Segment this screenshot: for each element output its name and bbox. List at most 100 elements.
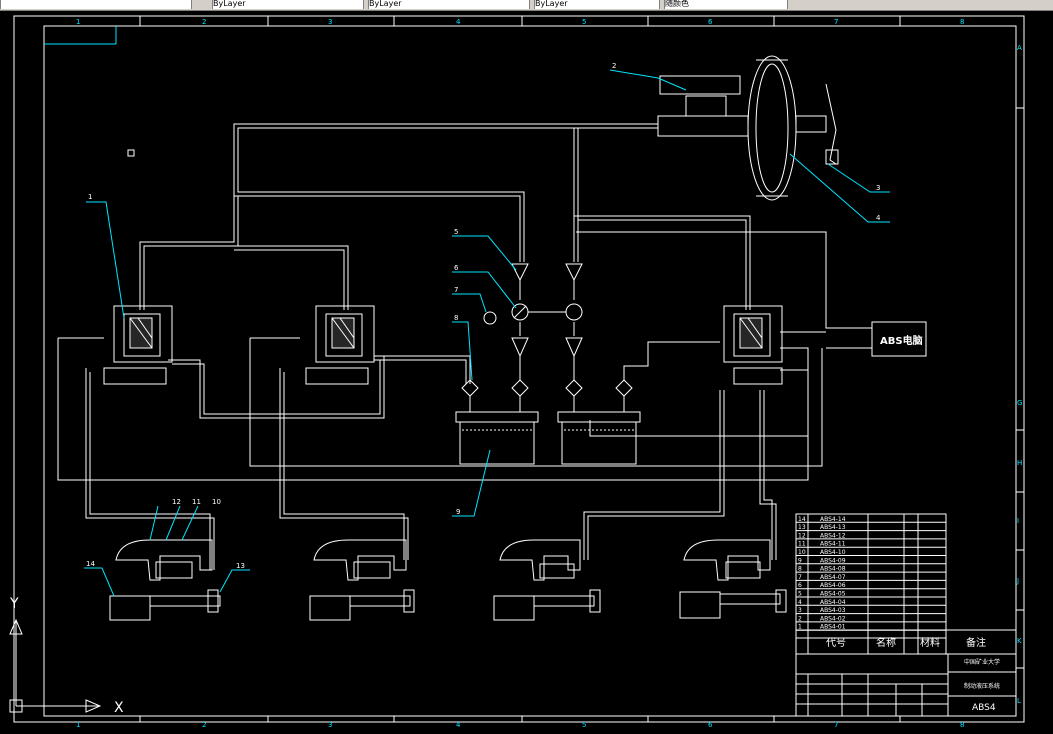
leader-lines — [84, 69, 890, 597]
svg-text:3: 3 — [876, 184, 880, 192]
svg-text:13: 13 — [236, 562, 245, 570]
table-row-code: ABS4-12 — [820, 532, 846, 539]
svg-text:7: 7 — [834, 721, 838, 729]
header-code: 代号 — [826, 637, 846, 649]
solenoid-valve-left — [103, 305, 173, 385]
svg-text:8: 8 — [960, 721, 964, 729]
svg-text:7: 7 — [834, 18, 838, 26]
svg-text:6: 6 — [708, 18, 713, 26]
table-row-number: 1 — [798, 624, 802, 631]
plotstyle-dropdown[interactable]: 随颜色 — [664, 0, 788, 9]
wheel-brake-1 — [109, 539, 221, 621]
svg-text:1: 1 — [76, 721, 80, 729]
drawing-number: ABS4 — [972, 703, 996, 713]
drawing-title: 制动液压系统 — [964, 682, 1000, 690]
ucs-icon — [9, 618, 102, 713]
solenoid-valve-right — [723, 305, 783, 385]
svg-text:10: 10 — [212, 498, 221, 506]
solenoid-valve-middle — [305, 305, 375, 385]
table-row-code: ABS4-01 — [820, 624, 846, 631]
title-block: 中国矿业大学 制动液压系统 ABS4 — [795, 653, 1017, 717]
table-row-code: ABS4-04 — [820, 599, 846, 606]
layer-dropdown[interactable] — [0, 0, 192, 9]
svg-text:1: 1 — [76, 18, 80, 26]
table-row-number: 5 — [798, 591, 802, 598]
table-row-number: 9 — [798, 557, 802, 564]
column-numbers: 1 2 3 4 5 6 7 8 1 2 3 4 5 6 7 8 — [76, 18, 964, 729]
svg-text:ABS电脑: ABS电脑 — [880, 334, 923, 347]
table-row-number: 13 — [798, 524, 806, 531]
pump-units — [455, 411, 641, 465]
table-row-number: 8 — [798, 566, 802, 573]
school-name: 中国矿业大学 — [964, 658, 1000, 666]
table-row-code: ABS4-07 — [820, 574, 846, 581]
linetype-dropdown[interactable]: ByLayer — [368, 0, 530, 9]
svg-text:5: 5 — [582, 721, 586, 729]
table-row-number: 4 — [798, 599, 802, 606]
lineweight-dropdown[interactable]: ByLayer — [534, 0, 660, 9]
svg-text:4: 4 — [456, 18, 461, 26]
drawing-border — [13, 15, 1025, 723]
svg-text:14: 14 — [86, 560, 95, 568]
svg-text:4: 4 — [456, 721, 461, 729]
header-name: 名称 — [876, 636, 896, 649]
master-cylinder — [657, 55, 839, 201]
svg-text:5: 5 — [582, 18, 586, 26]
svg-text:1: 1 — [88, 193, 92, 201]
abs-ecu: ABS电脑 — [871, 321, 927, 357]
table-row-code: ABS4-05 — [820, 591, 846, 598]
table-row-code: ABS4-10 — [820, 549, 846, 556]
svg-text:A: A — [1017, 44, 1022, 52]
svg-text:L: L — [1017, 697, 1021, 705]
brake-lines — [57, 123, 872, 570]
svg-text:2: 2 — [612, 62, 616, 70]
svg-text:H: H — [1017, 459, 1022, 467]
svg-text:K: K — [1017, 637, 1022, 645]
svg-text:9: 9 — [456, 508, 460, 516]
color-dropdown[interactable]: ByLayer — [212, 0, 364, 9]
table-row-number: 14 — [798, 516, 806, 523]
callout-labels: 1 2 3 4 5 6 7 8 9 10 11 12 13 14 — [86, 62, 881, 570]
wheel-brake-4 — [679, 539, 787, 619]
svg-text:5: 5 — [454, 228, 458, 236]
svg-text:3: 3 — [328, 721, 332, 729]
table-row-number: 2 — [798, 615, 802, 622]
table-row-code: ABS4-13 — [820, 524, 846, 531]
svg-text:3: 3 — [328, 18, 332, 26]
check-valves — [461, 263, 633, 397]
table-row-number: 6 — [798, 582, 802, 589]
point-marker — [127, 149, 135, 157]
table-row-code: ABS4-02 — [820, 615, 846, 622]
table-row-code: ABS4-14 — [820, 516, 846, 523]
ucs-y-label: Y — [9, 596, 19, 612]
table-row-code: ABS4-03 — [820, 607, 846, 614]
svg-text:I: I — [1017, 517, 1019, 525]
table-row-code: ABS4-08 — [820, 566, 846, 573]
svg-text:7: 7 — [454, 286, 458, 294]
svg-text:2: 2 — [202, 18, 206, 26]
svg-text:G: G — [1017, 399, 1022, 407]
svg-text:8: 8 — [454, 314, 458, 322]
svg-text:2: 2 — [202, 721, 206, 729]
row-letters: A G H I J K L — [1016, 44, 1022, 705]
table-row-number: 3 — [798, 607, 802, 614]
svg-text:6: 6 — [454, 264, 459, 272]
table-row-number: 7 — [798, 574, 802, 581]
wheel-brake-3 — [493, 539, 601, 621]
svg-text:J: J — [1016, 577, 1019, 585]
table-row-code: ABS4-09 — [820, 557, 846, 564]
table-row-number: 12 — [798, 532, 806, 539]
svg-text:11: 11 — [192, 498, 201, 506]
table-row-number: 11 — [798, 541, 806, 548]
header-material: 材料 — [920, 636, 940, 649]
svg-text:8: 8 — [960, 18, 964, 26]
toolbar: ByLayer ByLayer ByLayer 随颜色 — [0, 0, 1053, 11]
table-row-number: 10 — [798, 549, 806, 556]
table-row-code: ABS4-06 — [820, 582, 846, 589]
ucs-x-label: X — [114, 700, 124, 716]
wheel-brake-2 — [309, 539, 415, 621]
svg-text:4: 4 — [876, 214, 881, 222]
header-remark: 备注 — [966, 636, 986, 649]
